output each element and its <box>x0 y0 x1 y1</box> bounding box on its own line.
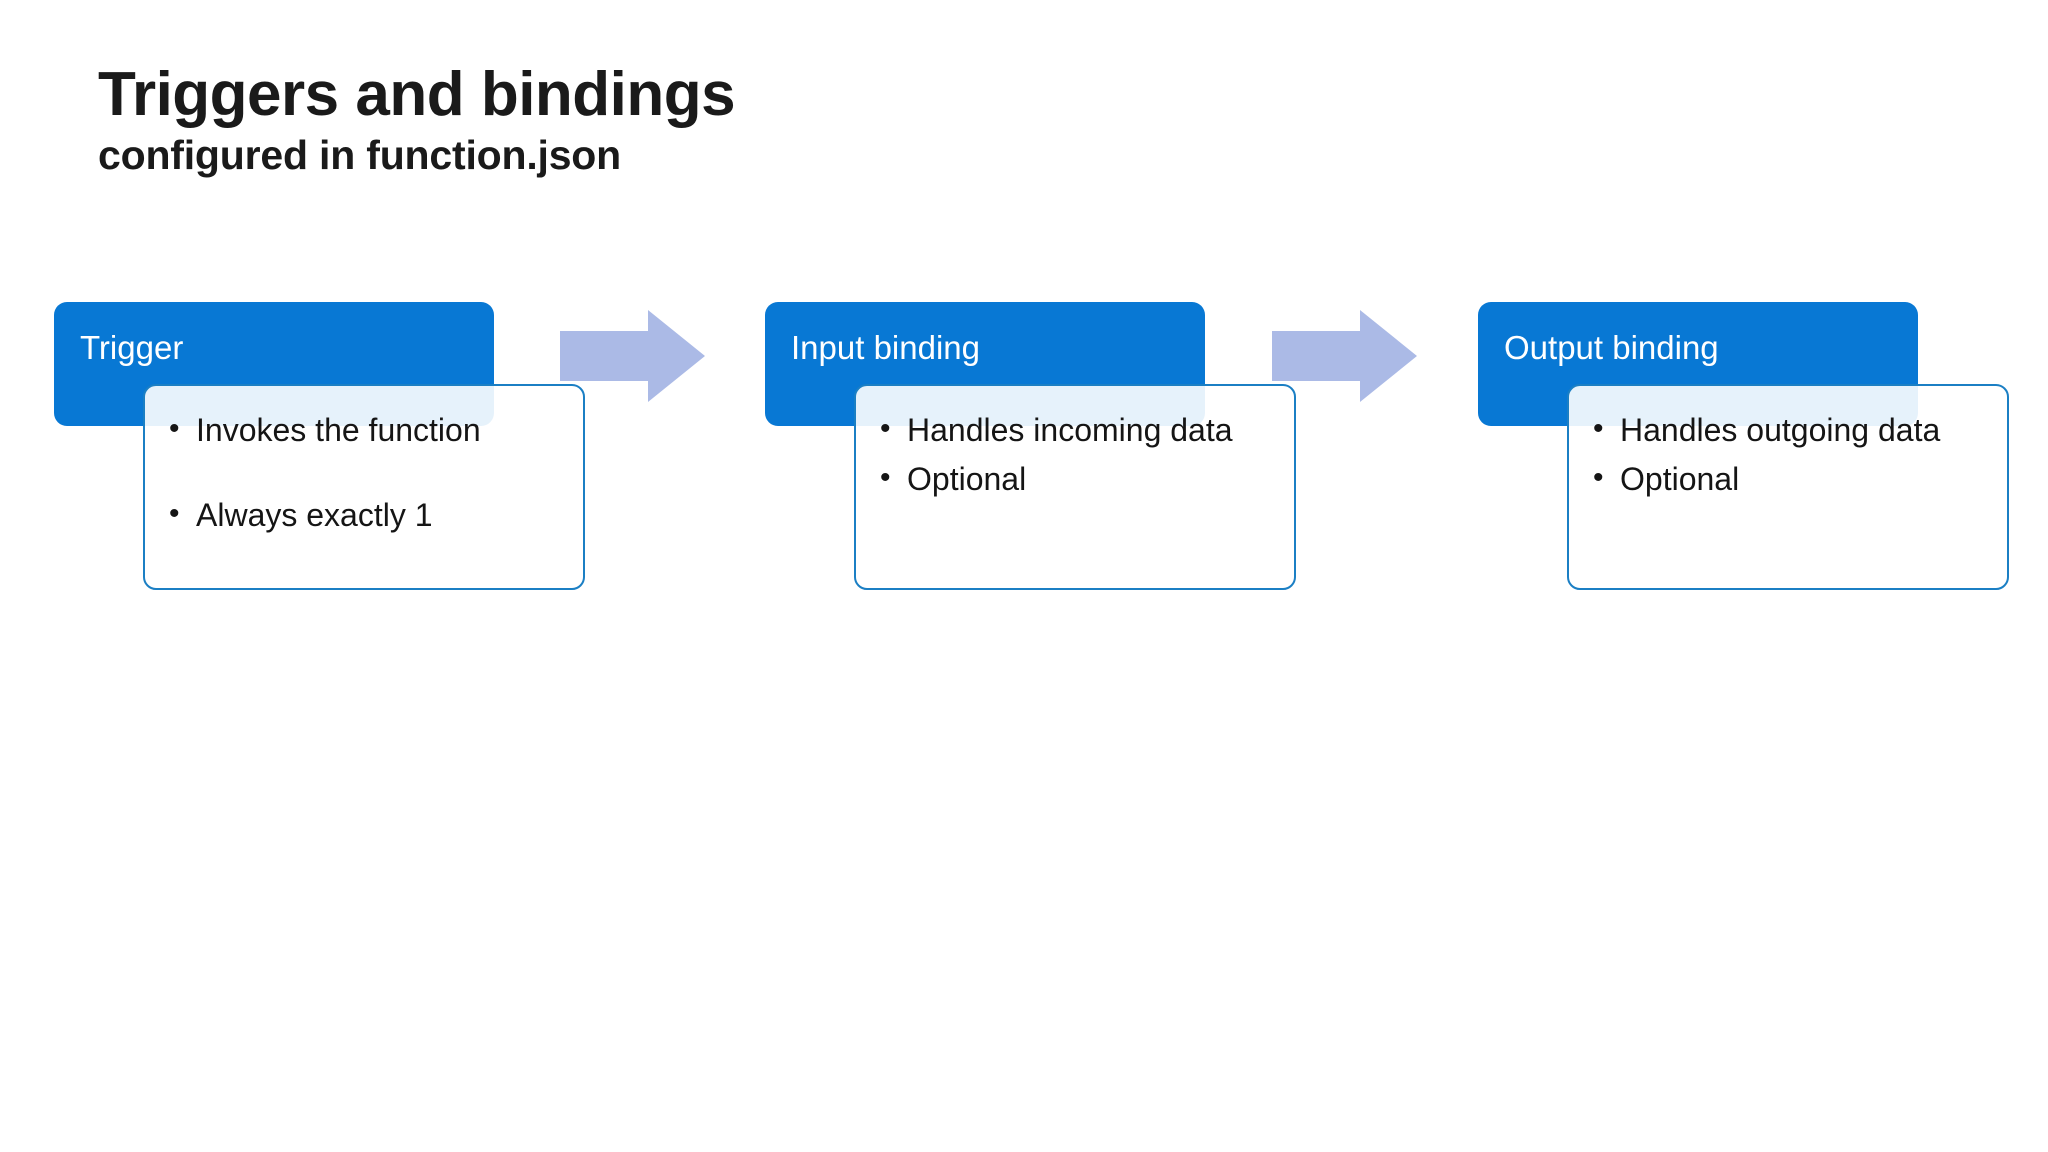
input-binding-header-label: Input binding <box>791 329 980 366</box>
page-title: Triggers and bindings <box>98 60 736 129</box>
input-binding-bullet-list: Handles incoming data Optional <box>878 411 1274 499</box>
trigger-bullet-list: Invokes the function Always exactly 1 <box>167 411 563 535</box>
list-item: Handles outgoing data <box>1591 411 1987 449</box>
output-binding-detail-card: Handles outgoing data Optional <box>1567 384 2009 590</box>
output-binding-header-label: Output binding <box>1504 329 1719 366</box>
output-binding-bullet-list: Handles outgoing data Optional <box>1591 411 1987 499</box>
trigger-header-label: Trigger <box>80 329 184 366</box>
arrow-input-to-output-icon <box>1272 310 1417 402</box>
arrow-trigger-to-input-icon <box>560 310 705 402</box>
input-binding-detail-card: Handles incoming data Optional <box>854 384 1296 590</box>
trigger-detail-card: Invokes the function Always exactly 1 <box>143 384 585 590</box>
list-item: Always exactly 1 <box>167 496 563 534</box>
title-block: Triggers and bindings configured in func… <box>98 62 1298 179</box>
list-item: Invokes the function <box>167 411 563 449</box>
list-item: Handles incoming data <box>878 411 1274 449</box>
list-item: Optional <box>878 460 1274 498</box>
page-subtitle: configured in function.json <box>98 132 621 179</box>
list-item: Optional <box>1591 460 1987 498</box>
